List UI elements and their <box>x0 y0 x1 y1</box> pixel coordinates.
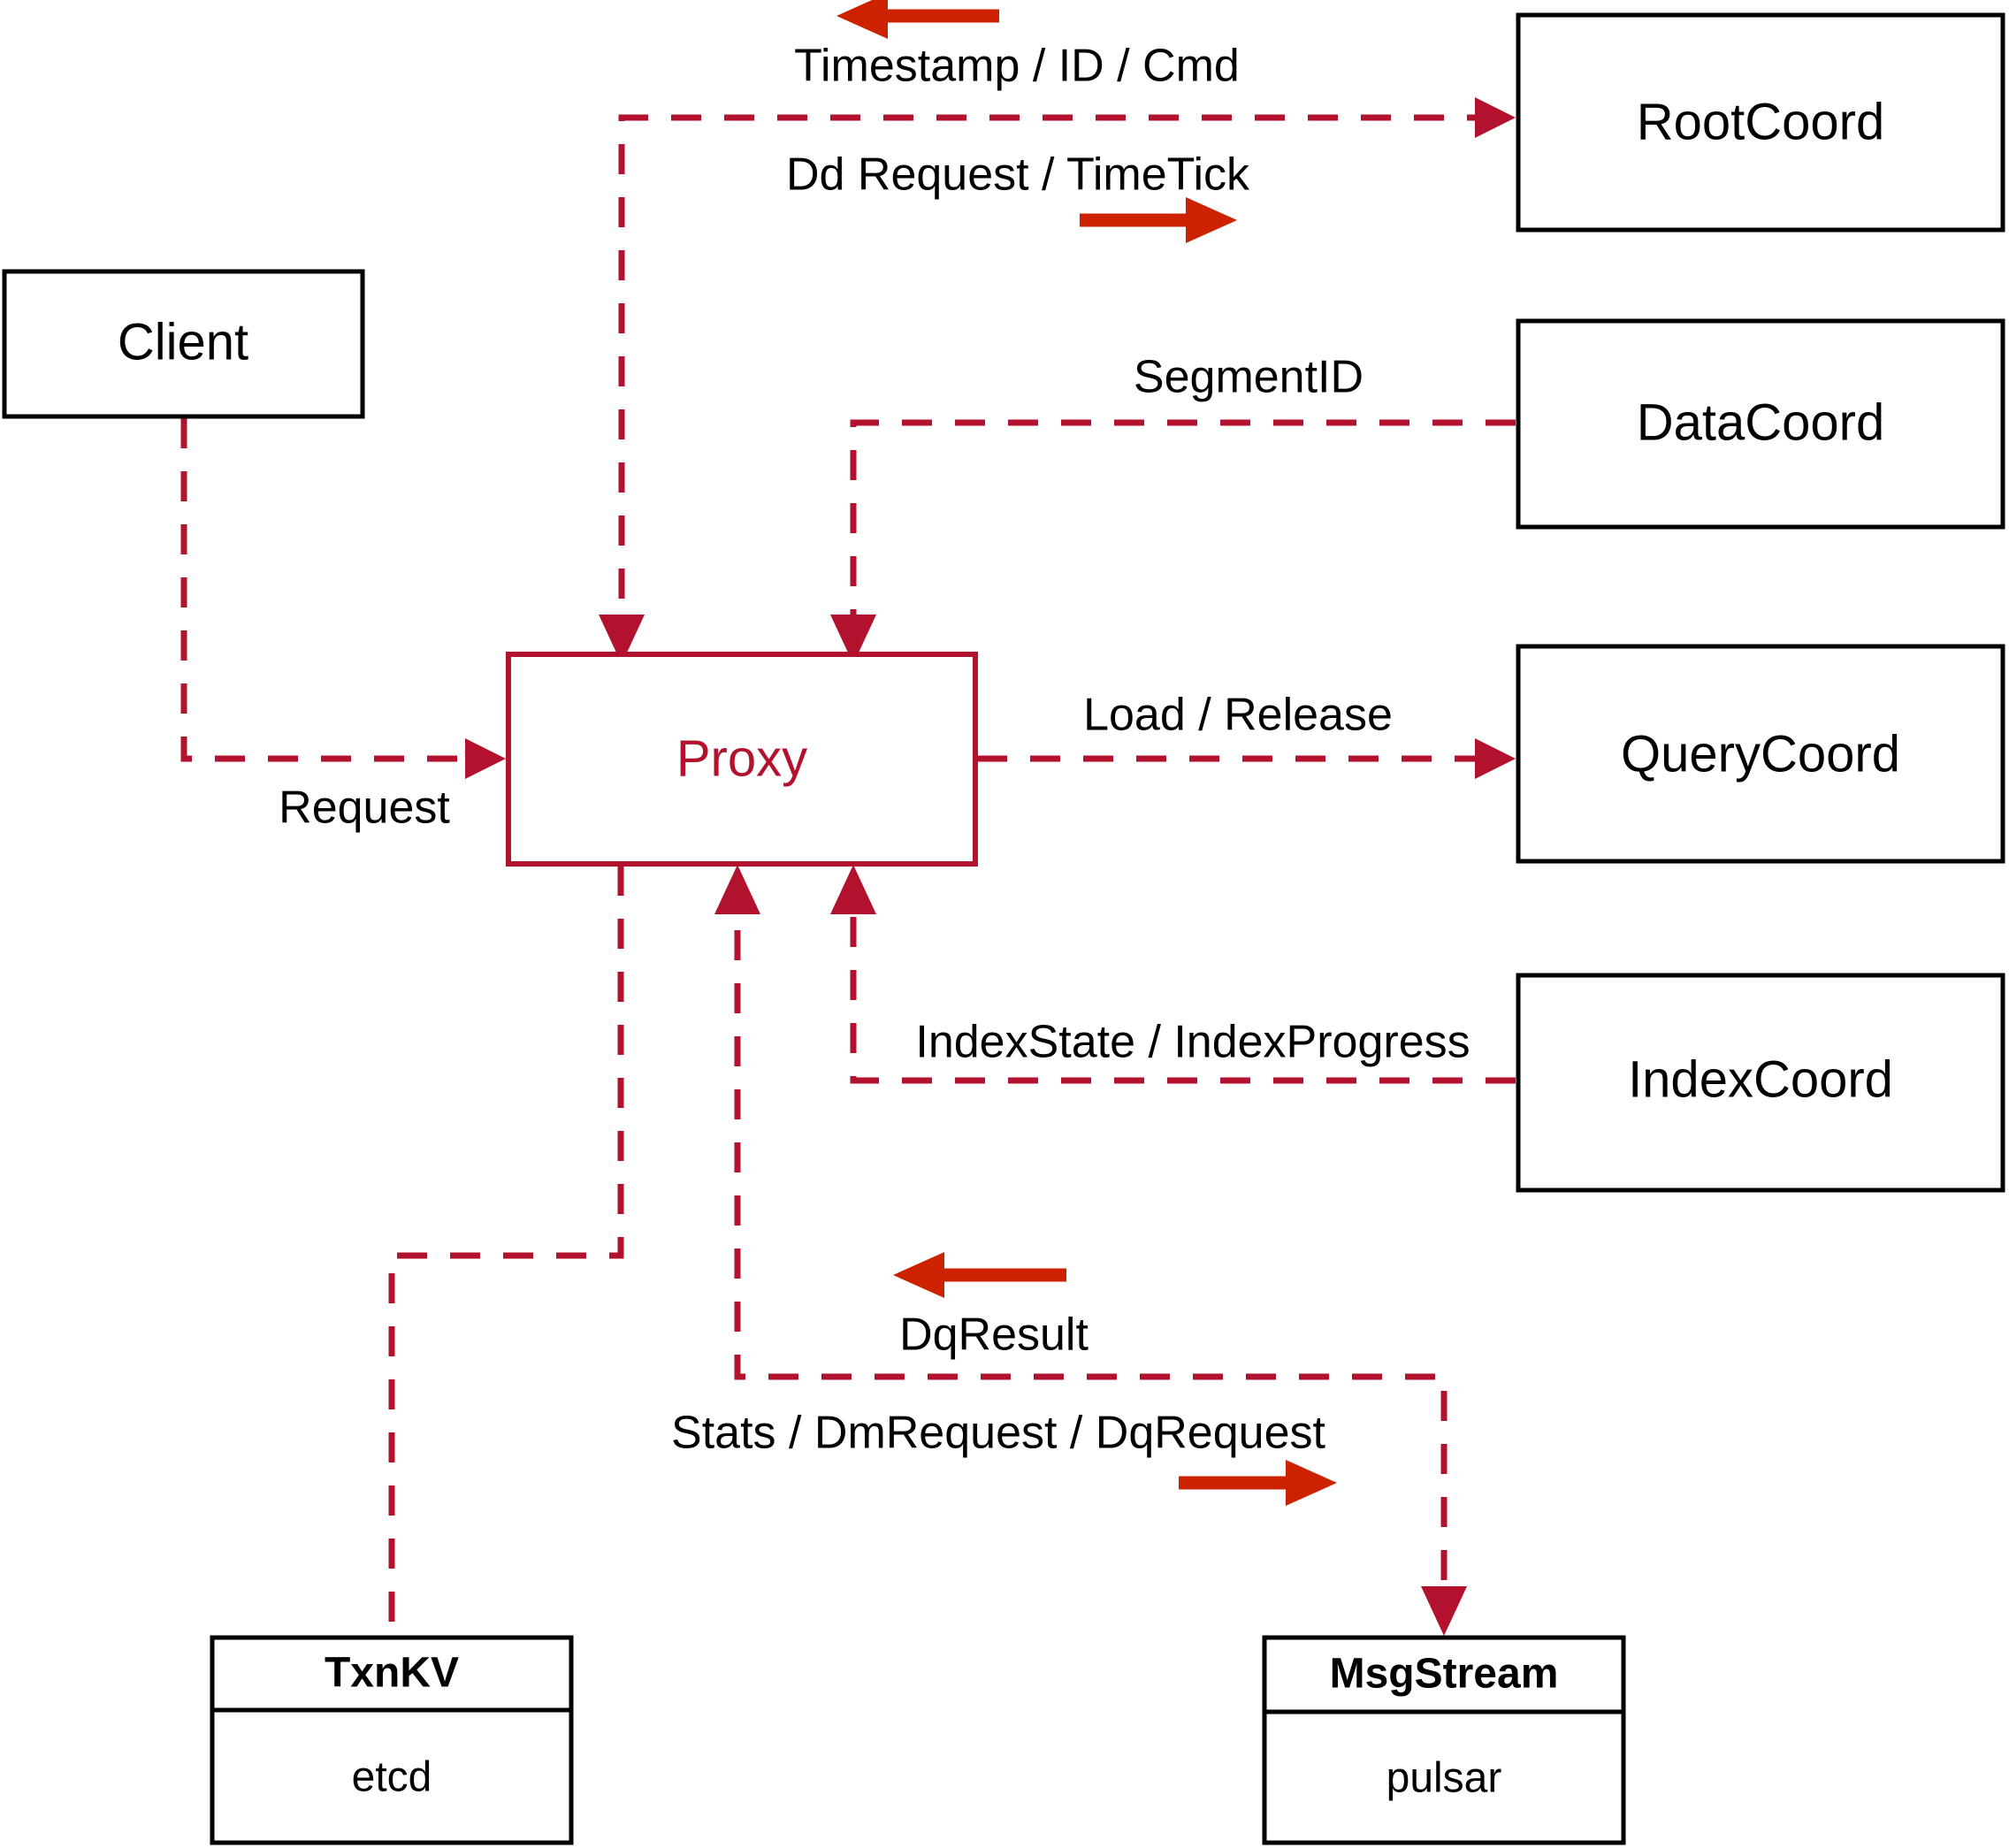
node-txnkv-label: TxnKV <box>325 1650 459 1697</box>
edge-arrowhead-proxy-from-data-coord <box>830 615 876 664</box>
node-proxy-label: Proxy <box>676 729 807 787</box>
node-index-coord[interactable] <box>1516 973 2005 1193</box>
edge-path-root-coord <box>618 114 1503 652</box>
edge-arrowhead-proxy-from-client <box>465 738 506 779</box>
edge-label-timestamp-id-cmd: Timestamp / ID / Cmd <box>794 41 1240 92</box>
edge-label-index-state-progress: IndexState / IndexProgress <box>915 1017 1470 1068</box>
edge-label-load-release: Load / Release <box>1083 690 1393 741</box>
direction-arrow-head-dq-result <box>893 1252 944 1298</box>
direction-arrow-head-timestamp <box>836 0 888 39</box>
node-client-label: Client <box>118 313 248 370</box>
node-client[interactable] <box>2 269 365 419</box>
edge-arrowhead-proxy-from-root-coord <box>599 615 645 664</box>
node-txnkv[interactable] <box>210 1635 574 1845</box>
edge-arrowhead-msgstream <box>1421 1586 1467 1636</box>
edge-arrowhead-root-coord <box>1475 97 1516 138</box>
direction-arrow-head-dd-request <box>1186 197 1237 243</box>
edge-path-data-coord <box>850 419 1516 652</box>
node-txnkv-impl-label: etcd <box>352 1754 432 1801</box>
node-proxy[interactable] <box>506 652 978 867</box>
node-msgstream[interactable] <box>1262 1635 1626 1845</box>
node-query-coord[interactable] <box>1516 644 2005 864</box>
edge-label-dd-request-timetick: Dd Request / TimeTick <box>786 149 1250 201</box>
direction-arrow-head-stats-request <box>1286 1460 1337 1506</box>
edge-label-segment-id: SegmentID <box>1134 352 1364 403</box>
edge-path-txnkv <box>388 866 624 1636</box>
edge-arrowhead-proxy-from-index-coord <box>830 865 876 914</box>
node-msgstream-impl-label: pulsar <box>1386 1755 1502 1802</box>
edge-path-client-request <box>180 418 493 762</box>
edge-label-request: Request <box>279 783 450 834</box>
node-index-coord-label: IndexCoord <box>1628 1050 1893 1108</box>
edge-path-index-coord <box>850 877 1516 1084</box>
node-root-coord-label: RootCoord <box>1637 93 1884 150</box>
edge-label-stats-dm-dq-request: Stats / DmRequest / DqRequest <box>671 1408 1325 1459</box>
node-data-coord[interactable] <box>1516 318 2005 530</box>
edge-path-msgstream <box>734 877 1448 1623</box>
edge-arrowhead-query-coord <box>1475 738 1516 779</box>
node-data-coord-label: DataCoord <box>1637 393 1884 451</box>
edge-label-dq-result: DqResult <box>899 1310 1089 1361</box>
node-msgstream-label: MsgStream <box>1330 1651 1559 1698</box>
node-query-coord-label: QueryCoord <box>1621 725 1900 783</box>
node-root-coord[interactable] <box>1516 12 2005 233</box>
edge-arrowhead-proxy-from-msgstream <box>714 865 760 914</box>
